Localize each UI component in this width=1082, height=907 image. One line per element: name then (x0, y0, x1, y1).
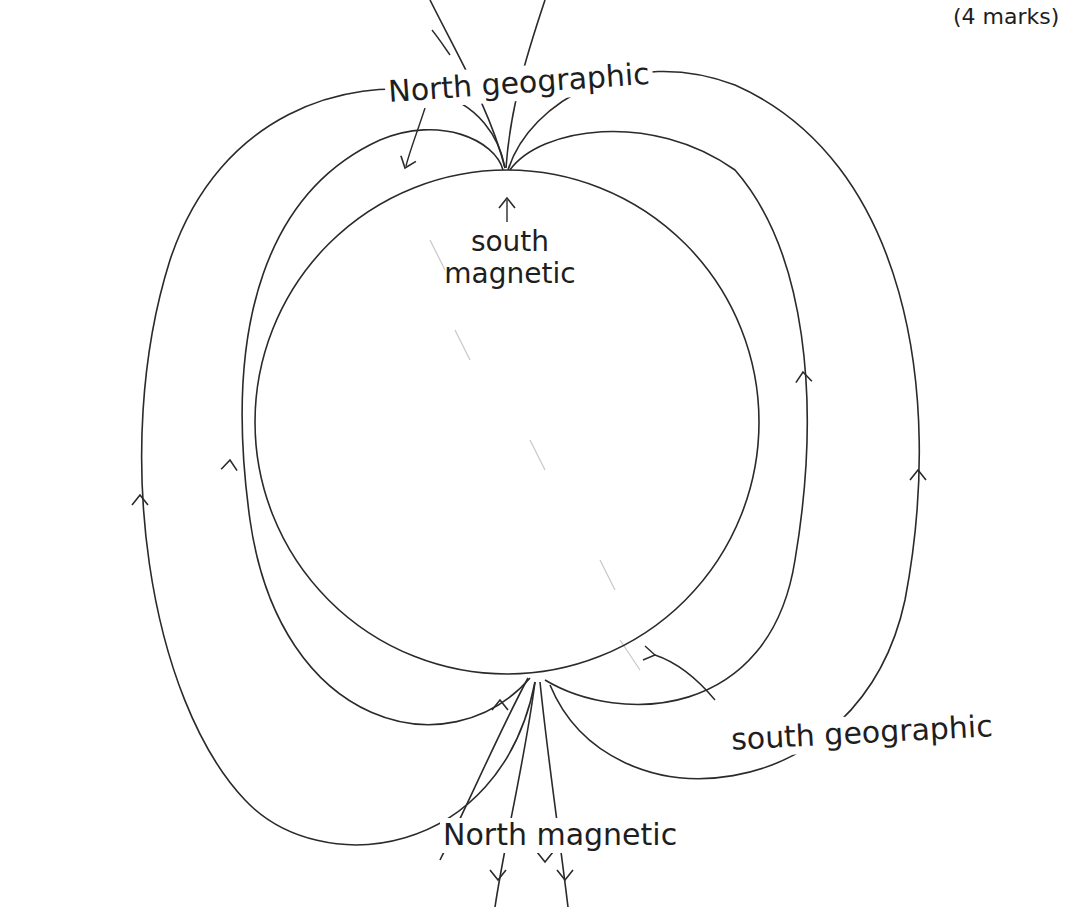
field-line (495, 682, 535, 907)
arrowhead (795, 371, 812, 382)
arrowhead (132, 495, 148, 505)
pole-label: North geographic (384, 57, 654, 110)
arrowhead (492, 700, 508, 710)
field-line (540, 682, 568, 907)
faint-mark (620, 640, 640, 670)
faint-mark (600, 560, 615, 590)
arrowhead (490, 870, 506, 880)
field-line (510, 131, 807, 704)
arrowhead (643, 646, 655, 660)
leader-line (655, 655, 715, 700)
pole-label: south geographic (727, 709, 996, 757)
arrowhead (557, 870, 573, 880)
arrowhead (221, 459, 238, 470)
field-line (508, 72, 919, 779)
field-line (242, 130, 530, 725)
faint-mark (430, 240, 445, 270)
field-line (142, 89, 535, 845)
arrowhead (910, 470, 926, 480)
faint-mark (455, 330, 470, 360)
pole-label: North magnetic (440, 818, 680, 853)
leader-line (432, 30, 450, 55)
earth-circle (255, 170, 759, 674)
leader-line (506, 200, 507, 222)
leader-line (406, 108, 425, 166)
pole-label: south magnetic (432, 226, 588, 290)
marks-note: (4 marks) (950, 4, 1062, 29)
arrowhead (537, 852, 553, 862)
faint-mark (530, 440, 545, 470)
